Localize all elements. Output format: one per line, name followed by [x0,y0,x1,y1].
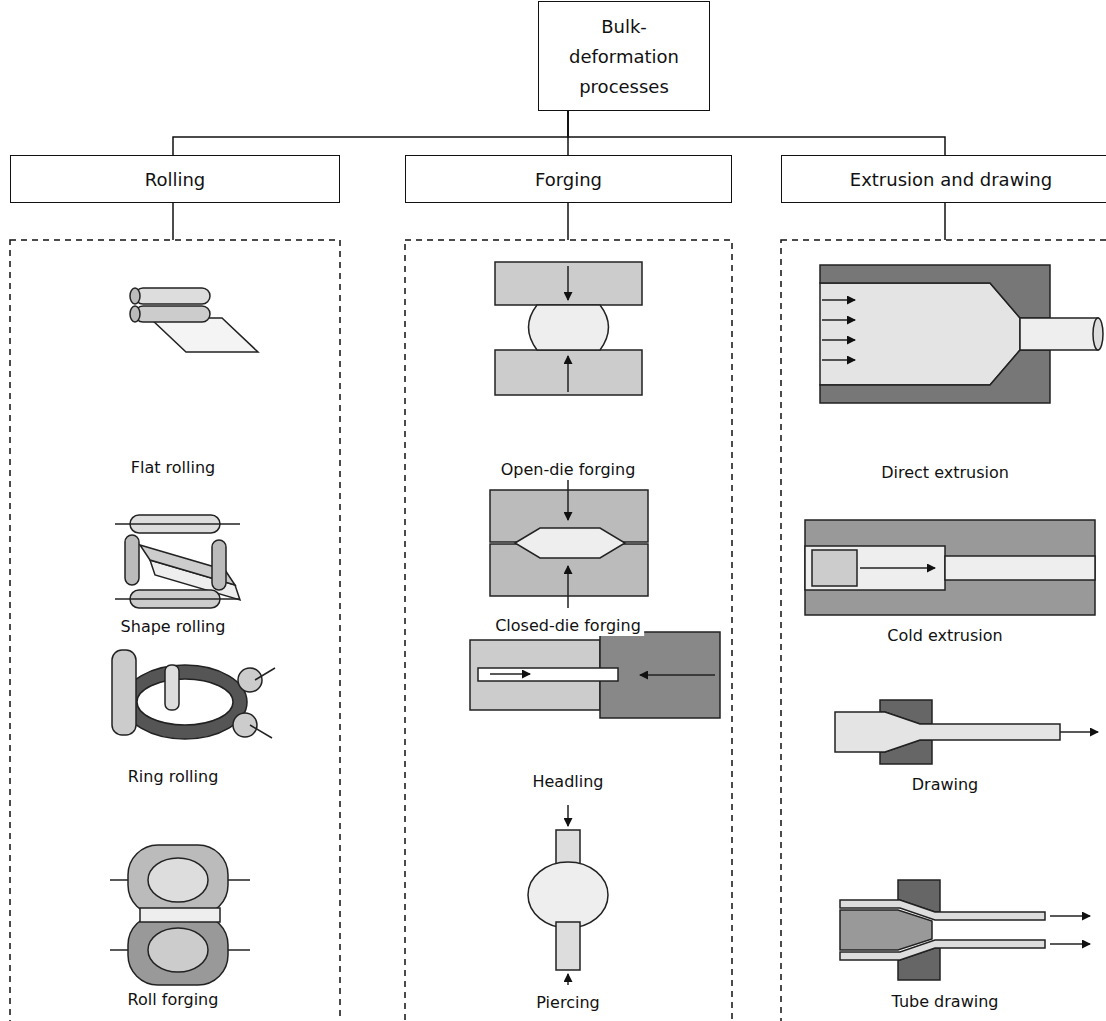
drawing-figure [835,700,1098,764]
process-caption: Piercing [533,993,602,1013]
tree-connector [568,111,945,155]
process-caption: Direct extrusion [878,463,1012,483]
process-caption: Closed-die forging [492,616,644,636]
tree-connector [173,111,568,155]
node-text: Bulk-deformation processes [547,12,701,102]
node-text: Forging [414,166,723,194]
column-stubs [173,200,945,240]
flat-rolling-figure [130,288,258,352]
process-caption: Ring rolling [125,767,222,787]
roll-forging-figure [110,845,250,985]
process-caption: Roll forging [125,990,222,1010]
process-caption: Drawing [909,775,982,795]
direct-extrusion-figure [820,265,1103,403]
column-frames [10,240,1106,1021]
ring-rolling-figure [112,650,275,739]
process-caption: Open-die forging [498,460,639,480]
process-caption: Headling [529,772,606,792]
category-box: Rolling [10,155,340,203]
heading-figure [470,632,720,718]
open-die-figure [495,262,642,395]
closed-die-figure [490,478,648,608]
cold-extrusion-figure [805,520,1095,615]
root-box: Bulk-deformation processes [538,1,710,111]
process-caption: Tube drawing [889,992,1002,1012]
category-box: Extrusion and drawing [781,155,1106,203]
node-text: Rolling [19,166,331,194]
process-caption: Cold extrusion [884,626,1005,646]
piercing-figure [528,805,608,985]
node-text: Extrusion and drawing [790,166,1106,194]
category-box: Forging [405,155,732,203]
process-caption: Shape rolling [118,617,229,637]
shape-rolling-figure [115,515,240,608]
tube-drawing-figure [840,880,1090,980]
process-caption: Flat rolling [128,458,218,478]
